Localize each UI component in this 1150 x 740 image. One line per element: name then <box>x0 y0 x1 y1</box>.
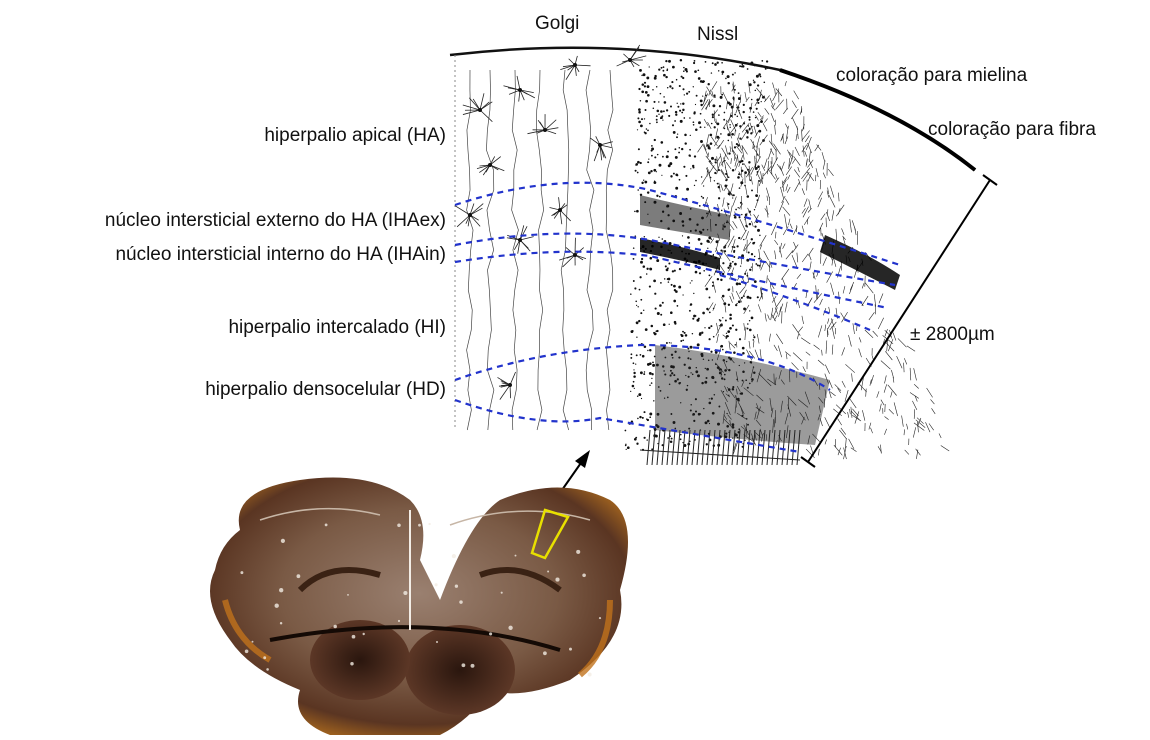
column-label-fiber: coloração para fibra <box>928 120 1096 139</box>
ihain-band-nissl <box>640 238 720 270</box>
layer-label-ihaex: núcleo intersticial externo do HA (IHAex… <box>105 211 446 230</box>
golgi-neurons <box>455 45 646 430</box>
column-label-nissl: Nissl <box>697 25 738 44</box>
hd-band-myelin <box>655 345 830 445</box>
column-label-golgi: Golgi <box>535 14 579 33</box>
scale-bar <box>801 175 997 467</box>
layer-label-hi: hiperpalio intercalado (HI) <box>228 318 446 337</box>
ihaex-band-nissl <box>640 195 730 240</box>
boundary-hi-lower <box>720 275 870 330</box>
layer-label-ha: hiperpalio apical (HA) <box>264 126 446 145</box>
layer-label-ihain: núcleo intersticial interno do HA (IHAin… <box>115 245 446 264</box>
column-label-myelin: coloração para mielina <box>836 66 1027 85</box>
boundary-ihain-hi <box>455 252 888 308</box>
scale-label: ± 2800µm <box>910 325 995 344</box>
layer-label-hd: hiperpalio densocelular (HD) <box>205 380 446 399</box>
brain-section-photo <box>210 478 628 736</box>
